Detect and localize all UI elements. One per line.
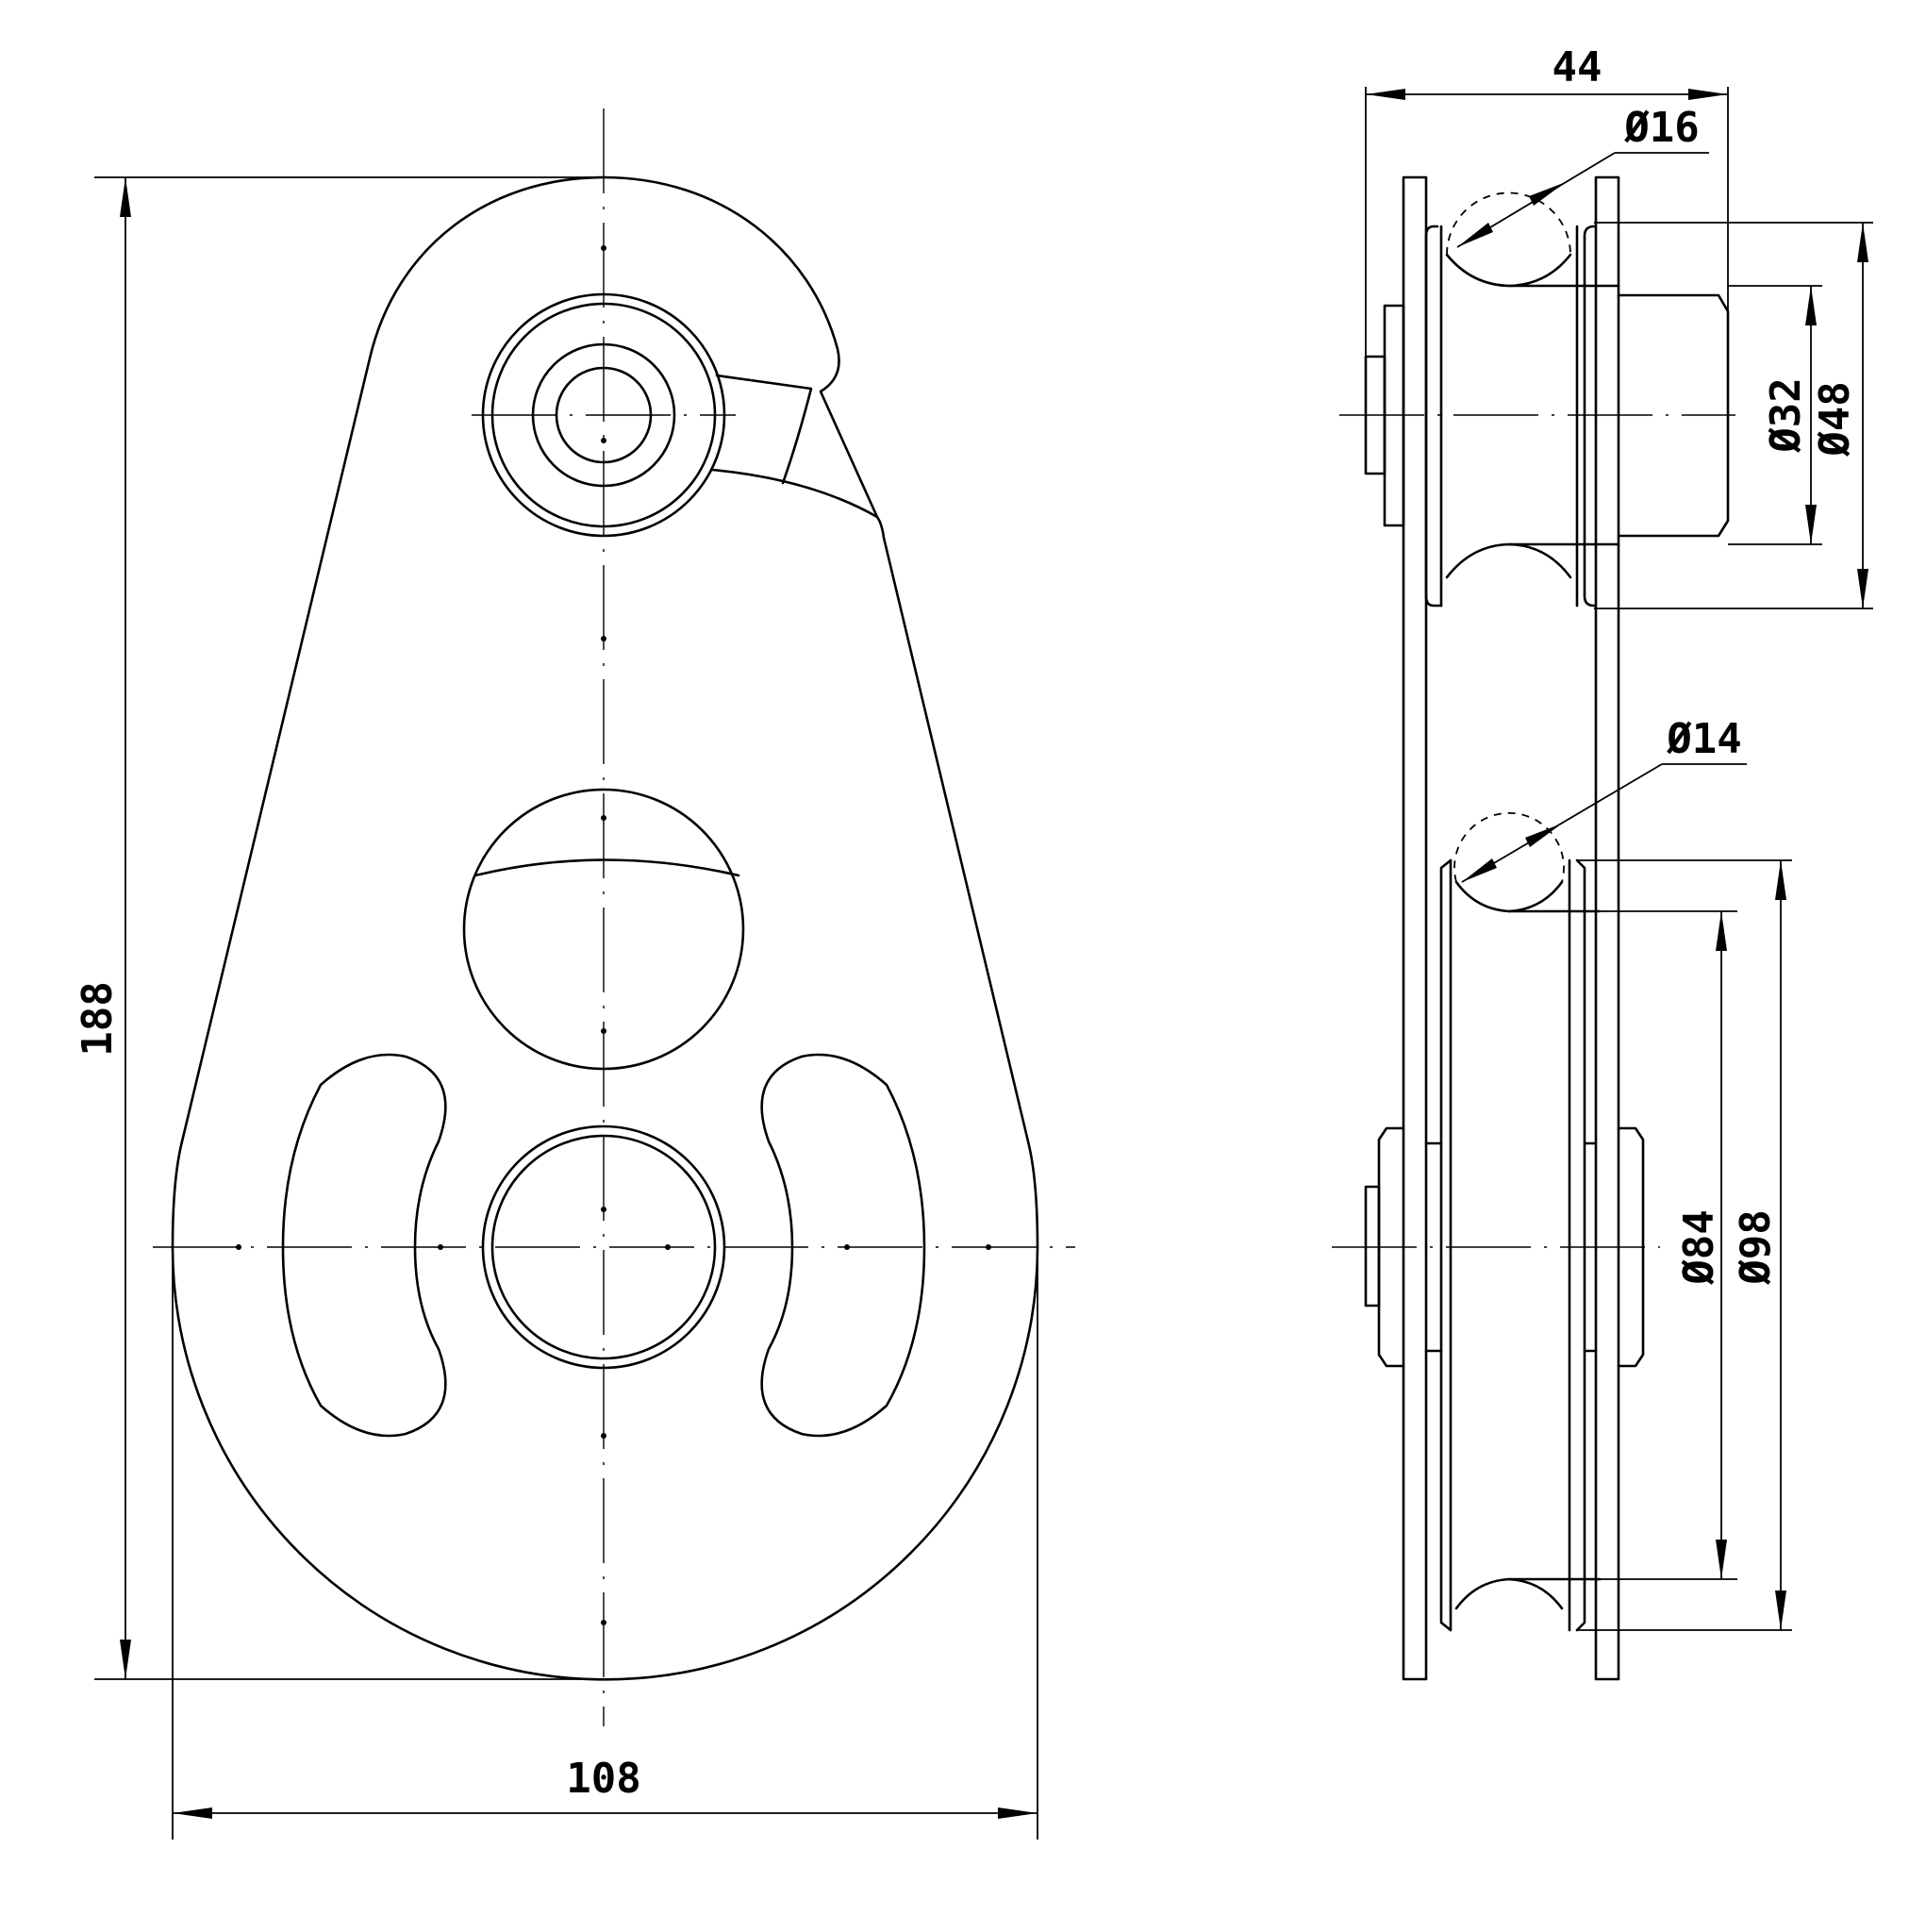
total-width-dimension: 44: [1365, 43, 1729, 358]
middle-hole-chord: [473, 858, 740, 877]
height-dimension: 188: [74, 176, 604, 1680]
lower-sheave-root-label: Ø84: [1675, 1209, 1723, 1285]
height-label: 188: [74, 981, 122, 1056]
lower-sheave-root-dimension: Ø84: [1600, 910, 1737, 1580]
width-dimension: 108: [172, 1255, 1038, 1840]
width-label: 108: [566, 1755, 640, 1803]
left-slot: [281, 1053, 447, 1438]
right-slot: [760, 1053, 926, 1438]
gate-lower-edge: [710, 468, 879, 519]
axle-diameter-dimension: Ø32: [1728, 285, 1822, 545]
upper-sheave-label: Ø48: [1811, 381, 1859, 457]
upper-rope-dimension: Ø16: [1456, 104, 1709, 248]
top-axle-extension: [1617, 293, 1730, 538]
gate-lever: [715, 374, 813, 485]
lower-rope-label: Ø14: [1666, 715, 1741, 763]
front-view: 188 108: [74, 108, 1075, 1840]
upper-rope-label: Ø16: [1623, 104, 1699, 152]
lower-hub-left-cap: [1364, 1185, 1381, 1307]
left-plate: [1402, 175, 1428, 1681]
centerline-dots: [236, 245, 991, 1625]
lower-rope-dimension: Ø14: [1461, 715, 1747, 883]
side-plate-outline: [171, 175, 1039, 1681]
side-view: 44 Ø16 Ø14 Ø32: [1332, 43, 1873, 1681]
right-plate: [1594, 175, 1620, 1681]
lower-sheave-outer-dimension: Ø98: [1577, 859, 1792, 1631]
total-width-label: 44: [1552, 43, 1602, 92]
upper-sheave-dimension: Ø48: [1594, 222, 1873, 609]
lower-sheave-outer-label: Ø98: [1732, 1209, 1780, 1285]
upper-sheave: [1424, 192, 1620, 608]
lower-sheave: [1439, 812, 1602, 1632]
axle-diameter-label: Ø32: [1762, 377, 1810, 453]
